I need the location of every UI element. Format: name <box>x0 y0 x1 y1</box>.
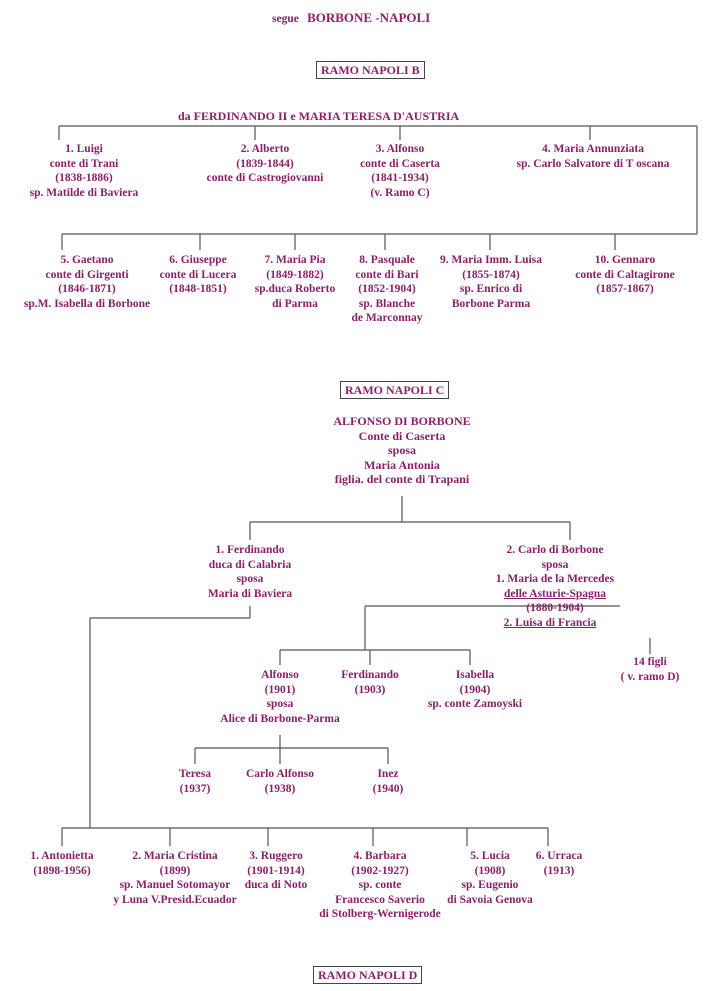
header-prefix: segue <box>272 13 299 25</box>
page-header: segue BORBONE -NAPOLI <box>272 10 430 26</box>
ramo-b-child-2: 2. Alberto(1839-1844)conte di Castrogiov… <box>206 143 324 184</box>
carlo-di-borbone: 2. Carlo di Borbone sposa 1. Maria de la… <box>495 544 615 629</box>
ferdinando-child-1: 1. Antonietta(1898-1956) <box>30 850 94 877</box>
ferdinando-child-3: 3. Ruggero(1901-1914)duca di Noto <box>244 850 308 891</box>
ramo-b-label: RAMO NAPOLI B <box>316 61 425 79</box>
carlo-child-isabella: Isabella(1904)sp. conte Zamoyski <box>427 669 523 710</box>
carlo-14-figli: 14 figli( v. ramo D) <box>620 656 680 683</box>
ramo-b-parents: da FERDINANDO II e MARIA TERESA D'AUSTRI… <box>178 109 460 123</box>
ramo-c-label: RAMO NAPOLI C <box>340 381 450 399</box>
ramo-b-child-9: 9. Maria Imm. Luisa(1855-1874)sp. Enrico… <box>440 254 542 310</box>
ferdinando-child-2: 2. Maria Cristina(1899)sp. Manuel Sotoma… <box>113 850 237 906</box>
carlo-child-ferdinando: Ferdinando(1903) <box>341 669 399 696</box>
ramo-d-label: RAMO NAPOLI D <box>313 966 423 984</box>
alfonso-child-inez: Inez(1940) <box>372 768 404 795</box>
alfonso-child-teresa: Teresa(1937) <box>179 768 211 795</box>
ferdinando-child-6: 6. Urraca(1913) <box>535 850 583 877</box>
alfonso-child-carlo-alfonso: Carlo Alfonso(1938) <box>245 768 315 795</box>
header-title: BORBONE -NAPOLI <box>307 10 431 25</box>
